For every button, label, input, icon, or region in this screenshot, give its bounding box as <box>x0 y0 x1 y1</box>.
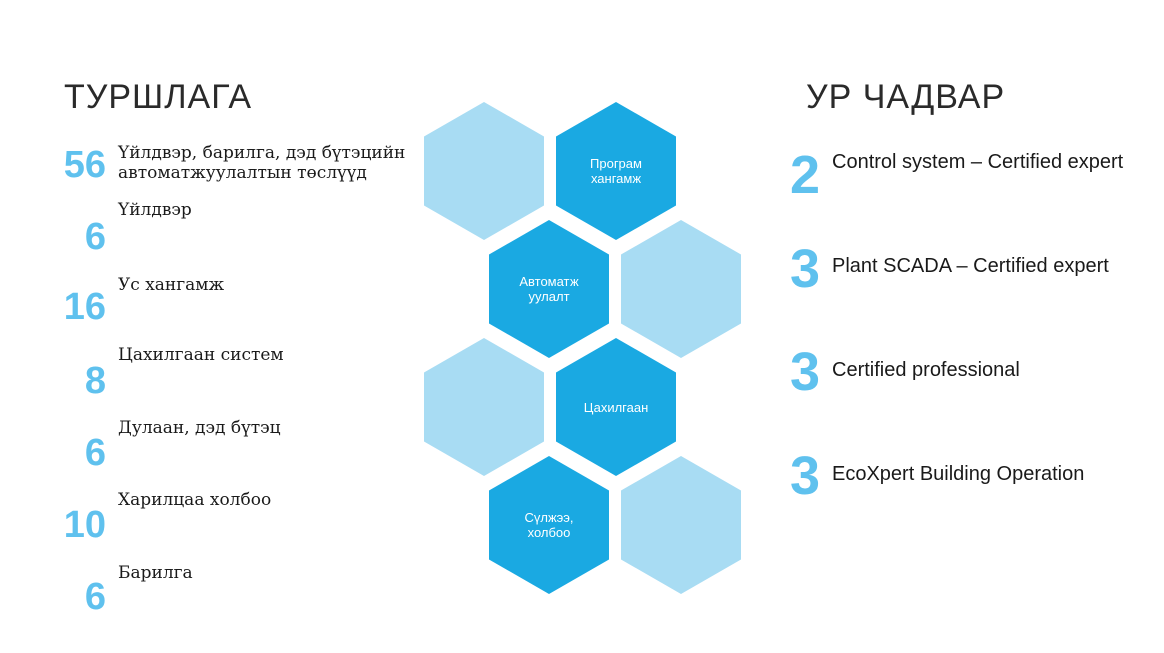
hexagon-decorative-4 <box>621 456 741 594</box>
experience-count-factory: 6 <box>84 216 106 258</box>
hexagon-decorative-1 <box>424 102 544 240</box>
hexagon-network-label: Сүлжээ, холбоо <box>524 510 574 540</box>
competence-label-ecoxpert: EcoXpert Building Operation <box>832 463 1085 485</box>
experience-label-water: Ус хангамж <box>118 275 225 295</box>
competence-title: УР ЧАДВАР <box>806 78 1006 116</box>
hexagon-decorative-2 <box>621 220 741 358</box>
experience-label-construction: Барилга <box>118 563 193 583</box>
hexagon-software-label: Програм хангамж <box>590 156 642 186</box>
competence-count-ecoxpert: 3 <box>790 446 821 506</box>
competence-label-plant-scada: Plant SCADA – Certified expert <box>832 255 1109 277</box>
experience-count-telecom: 10 <box>63 504 106 546</box>
experience-count-water: 16 <box>63 286 106 328</box>
experience-title: ТУРШЛАГА <box>64 78 253 116</box>
experience-label-electrical: Цахилгаан систем <box>118 345 284 365</box>
experience-label-projects: Үйлдвэр, барилга, дэд бүтэцийн автоматжу… <box>118 143 406 183</box>
competence-label-control-system: Control system – Certified expert <box>832 151 1124 173</box>
hexagon-automation: Автоматж уулалт <box>489 220 609 358</box>
hexagon-automation-label: Автоматж уулалт <box>519 274 579 304</box>
experience-label-factory: Үйлдвэр <box>118 200 192 220</box>
competence-label-certified-professional: Certified professional <box>832 359 1020 381</box>
experience-count-construction: 6 <box>84 576 106 618</box>
experience-count-electrical: 8 <box>84 360 106 402</box>
experience-label-telecom: Харилцаа холбоо <box>118 490 272 510</box>
hexagon-network: Сүлжээ, холбоо <box>489 456 609 594</box>
competence-count-control-system: 2 <box>790 145 821 205</box>
competence-count-certified-professional: 3 <box>790 342 821 402</box>
hexagon-electrical: Цахилгаан <box>556 338 676 476</box>
experience-count-projects: 56 <box>63 144 106 186</box>
hexagon-software: Програм хангамж <box>556 102 676 240</box>
hexagon-decorative-3 <box>424 338 544 476</box>
experience-count-heating: 6 <box>84 432 106 474</box>
experience-label-heating: Дулаан, дэд бүтэц <box>118 418 281 438</box>
hexagon-electrical-label: Цахилгаан <box>583 399 649 415</box>
competence-count-plant-scada: 3 <box>790 239 821 299</box>
